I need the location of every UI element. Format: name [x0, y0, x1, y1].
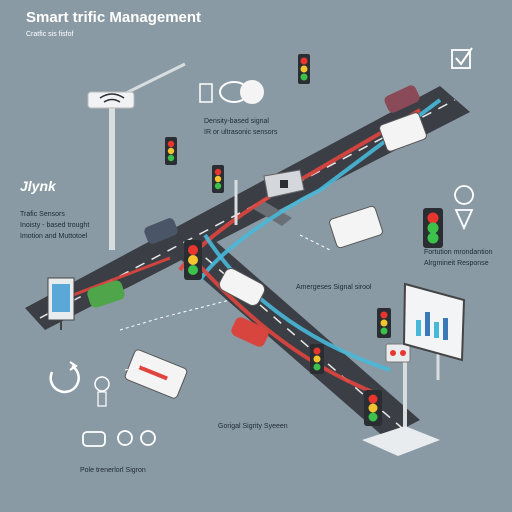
info-billboard — [47, 277, 75, 330]
check-box-icon — [451, 49, 471, 69]
label-signaling-system: Gorigal Sigrity Syeeen — [218, 423, 288, 430]
ambulance-icon — [329, 205, 383, 249]
chat-icon — [82, 431, 106, 447]
label-response-2: Alrgmineit Response — [424, 260, 489, 267]
label-sensors: IR or ultrasonic sensors — [204, 129, 278, 136]
traffic-light-icon — [212, 165, 224, 193]
recycle-icon — [69, 361, 78, 371]
car-icon — [87, 280, 125, 308]
label-density: Density-based signal — [204, 118, 269, 125]
top-icons — [99, 47, 474, 231]
traffic-flow-arrows — [59, 98, 442, 397]
traffic-light-icon — [364, 390, 382, 426]
connector-lines — [119, 234, 331, 371]
crosswalk — [252, 200, 292, 226]
blue-flow-arrow-main — [198, 98, 442, 282]
analytics-dashboard — [402, 282, 466, 380]
lightbulb-icon — [97, 391, 107, 407]
brand-name: Jlynk — [20, 178, 56, 194]
page-title: Smart trific Management — [26, 9, 202, 26]
car-icon — [231, 317, 269, 347]
wifi-icon — [99, 93, 125, 103]
signal-lamp-bar — [385, 343, 411, 363]
location-pin-icon — [454, 185, 474, 231]
label-traffic-sensors: Trafic Sensors — [20, 211, 65, 218]
label-motion: Imotion and Muttotoel — [20, 233, 88, 240]
lightbulb-icon — [94, 376, 110, 392]
traffic-light-icon — [165, 137, 177, 165]
document-icon — [199, 83, 213, 103]
label-response-1: Fortution mrondantion — [424, 249, 493, 256]
user-pin-icon — [140, 430, 156, 446]
ambulance-stripe — [138, 365, 168, 381]
user-pin-icon — [117, 430, 133, 446]
ambulance-icon — [379, 112, 427, 152]
vehicles — [87, 85, 427, 399]
car-icon — [144, 218, 178, 244]
label-emergency-signal: Amergeses Signal sirool — [296, 284, 372, 291]
traffic-light-icon — [423, 208, 443, 248]
blue-flow-arrow-side — [203, 233, 391, 372]
controller-box — [263, 169, 305, 199]
red-flow-arrow-side — [183, 248, 381, 397]
traffic-light-icon — [298, 54, 310, 84]
label-density-based: Inoisty - based trought — [20, 222, 90, 229]
traffic-light-icon — [310, 344, 324, 374]
bottom-icons — [49, 361, 156, 447]
red-flow-arrow-left — [59, 256, 171, 302]
speech-bubble-icon — [240, 80, 264, 104]
traffic-light-icon — [377, 308, 391, 338]
check-box-icon — [455, 47, 473, 66]
traffic-lights — [87, 54, 443, 456]
label-pole-signage: Pole trenerlorl Sigron — [80, 467, 146, 474]
signal-base — [362, 426, 440, 456]
page-subtitle: Cratfic sis fisfof — [26, 31, 74, 38]
traffic-light-icon — [184, 240, 202, 280]
car-icon — [218, 268, 266, 306]
recycle-icon — [49, 364, 80, 394]
car-icon — [384, 85, 420, 113]
